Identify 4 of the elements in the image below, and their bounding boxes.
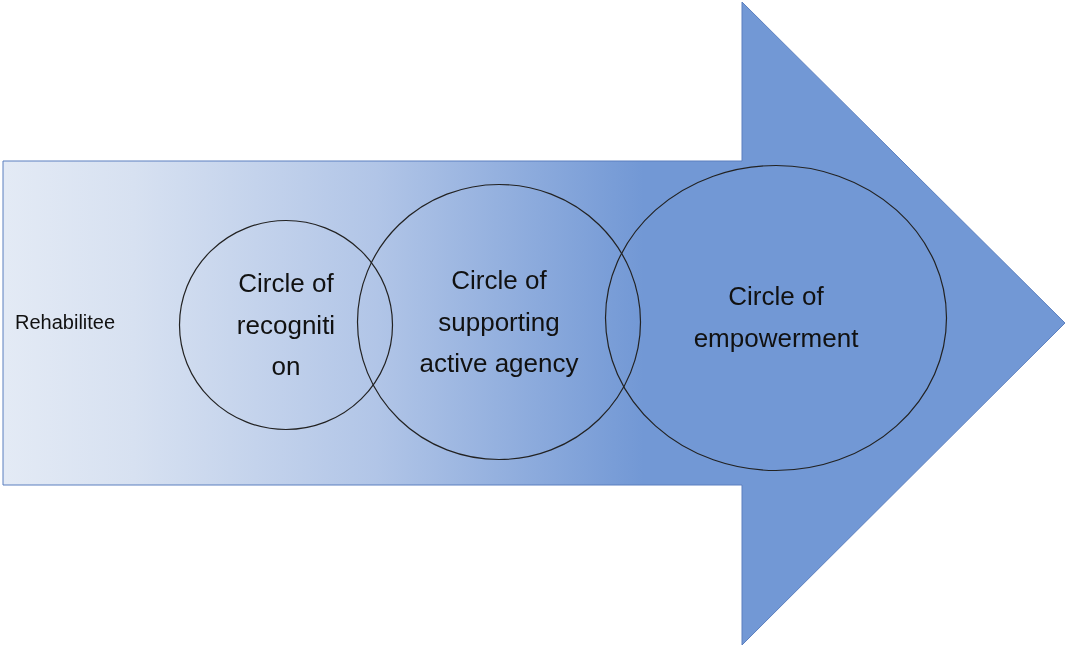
circle-label: Circle of supporting active agency <box>418 263 580 380</box>
circle-label: Circle of empowerment <box>692 280 860 355</box>
node-label: Rehabilitee <box>15 311 116 334</box>
circle-label: Circle of recogniti on <box>235 266 337 383</box>
